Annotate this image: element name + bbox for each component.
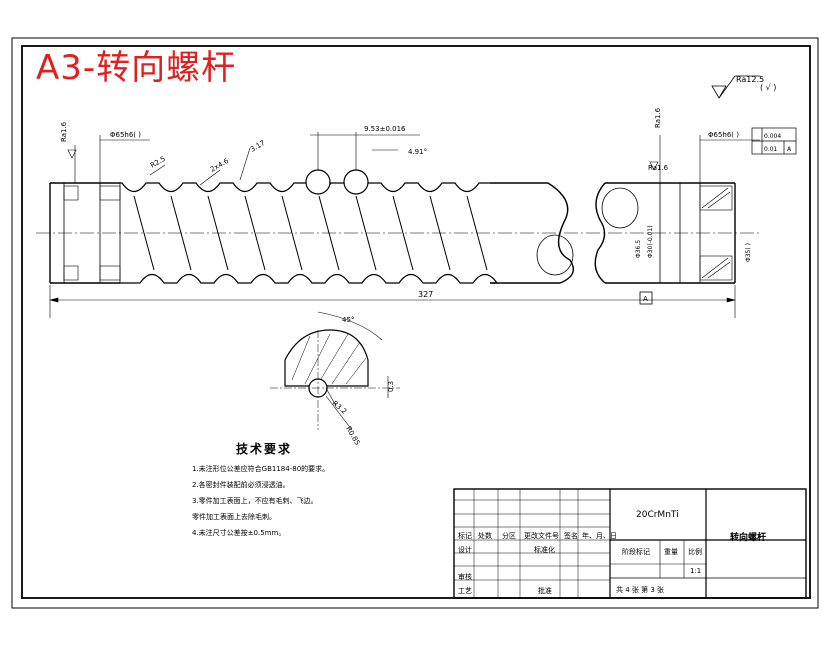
right-hatch bbox=[699, 185, 733, 281]
helix-line bbox=[466, 195, 488, 271]
left-hatch bbox=[63, 185, 121, 281]
stage-mark: 阶段标记 bbox=[622, 548, 650, 556]
sheet-info: 共 4 张 第 3 张 bbox=[616, 586, 665, 594]
roughness-suffix: ( √ ) bbox=[760, 83, 776, 92]
tech-item-1: 1.未注形位公差应符合GB1184-80的要求。 bbox=[192, 465, 330, 473]
hdr-count: 处数 bbox=[478, 532, 492, 540]
hdr-date: 年、月、日 bbox=[582, 532, 617, 540]
helix-line bbox=[318, 195, 340, 271]
dims-right-top bbox=[649, 135, 760, 183]
hdr-doc: 更改文件号 bbox=[524, 532, 559, 540]
dim-length bbox=[49, 285, 736, 318]
r25-dim: R2.5 bbox=[149, 155, 167, 170]
ball-2 bbox=[343, 169, 369, 195]
ra-left: Ra1.6 bbox=[60, 121, 68, 142]
weight-label: 重量 bbox=[664, 548, 678, 556]
tech-title: 技术要求 bbox=[236, 442, 293, 456]
section-view bbox=[270, 311, 400, 431]
pitch-dim: 9.53±0.016 bbox=[364, 125, 406, 133]
hdr-mark: 标记 bbox=[458, 532, 472, 540]
hdr-sign: 签名 bbox=[564, 532, 578, 540]
approve-label: 批准 bbox=[538, 587, 552, 595]
material: 20CrMnTi bbox=[636, 510, 679, 520]
roughness-global: Ra12.5 bbox=[736, 75, 764, 84]
dims-left-top bbox=[67, 135, 150, 183]
lead-angle: 4.91° bbox=[408, 148, 427, 156]
ra-right: Ra1.6 bbox=[654, 107, 662, 128]
helix-line bbox=[429, 195, 451, 271]
title-block-grid bbox=[453, 488, 807, 599]
r-balls: R0.85 bbox=[344, 425, 361, 447]
tech-item-4: 零件加工表面上去除毛刺。 bbox=[192, 513, 276, 521]
phi-right: Φ65h6( ) bbox=[708, 131, 739, 139]
helix-line bbox=[207, 195, 229, 271]
helix-line bbox=[281, 195, 303, 271]
tol-row2: 0.01 bbox=[764, 146, 778, 153]
angle45: 45° bbox=[342, 316, 354, 324]
hdr-zone: 分区 bbox=[502, 532, 516, 540]
tech-item-3: 3.零件加工表面上，不应有毛刺、飞边。 bbox=[192, 497, 318, 505]
helix-line bbox=[170, 195, 192, 271]
tolerance-frame bbox=[751, 127, 797, 155]
ball-1 bbox=[305, 169, 331, 195]
helix-line bbox=[355, 195, 377, 271]
tech-item-5: 4.未注尺寸公差按±0.5mm。 bbox=[192, 529, 286, 537]
helix-line bbox=[392, 195, 414, 271]
roughness-symbol bbox=[711, 85, 727, 99]
dia-c: Φ35( ) bbox=[745, 243, 752, 262]
phi-left: Φ65h6( ) bbox=[110, 131, 141, 139]
inner-border bbox=[21, 45, 811, 599]
dia-a: Φ36.5 bbox=[635, 240, 642, 258]
dia-b: Φ30(-0.01) bbox=[647, 225, 654, 258]
tol-row1: 0.004 bbox=[764, 133, 781, 140]
standardize-label: 标准化 bbox=[534, 546, 555, 554]
dims-mid-top bbox=[149, 132, 420, 186]
title-block-left-grid bbox=[454, 489, 610, 598]
thread-grooves-top bbox=[120, 182, 490, 193]
scale-value: 1:1 bbox=[690, 567, 702, 575]
tol-datum: A bbox=[787, 146, 792, 153]
groove-top-outline bbox=[120, 182, 490, 193]
groove-bottom-outline bbox=[120, 273, 499, 284]
ra-right2: Ra1.6 bbox=[648, 164, 669, 172]
datum-label: A bbox=[643, 295, 648, 303]
outer-border bbox=[11, 37, 819, 609]
process-label: 工艺 bbox=[458, 587, 472, 595]
dim-length-label: 327 bbox=[418, 290, 433, 299]
helix-line bbox=[244, 195, 266, 271]
helix-line bbox=[133, 195, 155, 271]
c-dim: 0.3 bbox=[387, 381, 395, 392]
depth-dim: 3.17 bbox=[249, 139, 267, 154]
two-four-dim: 2x4.6 bbox=[209, 157, 231, 174]
thread-grooves-bottom bbox=[120, 273, 499, 284]
review-label: 审核 bbox=[458, 573, 472, 581]
thread-helix-lines bbox=[133, 195, 488, 271]
tech-item-2: 2.各密封件装配前必须浸透油。 bbox=[192, 481, 290, 489]
datum-box bbox=[639, 291, 653, 305]
scale-label: 比例 bbox=[688, 548, 702, 556]
drawing-stamp: A3-转向螺杆 bbox=[36, 48, 237, 88]
part-name: 转向螺杆 bbox=[730, 533, 767, 543]
design-label: 设计 bbox=[458, 546, 472, 554]
